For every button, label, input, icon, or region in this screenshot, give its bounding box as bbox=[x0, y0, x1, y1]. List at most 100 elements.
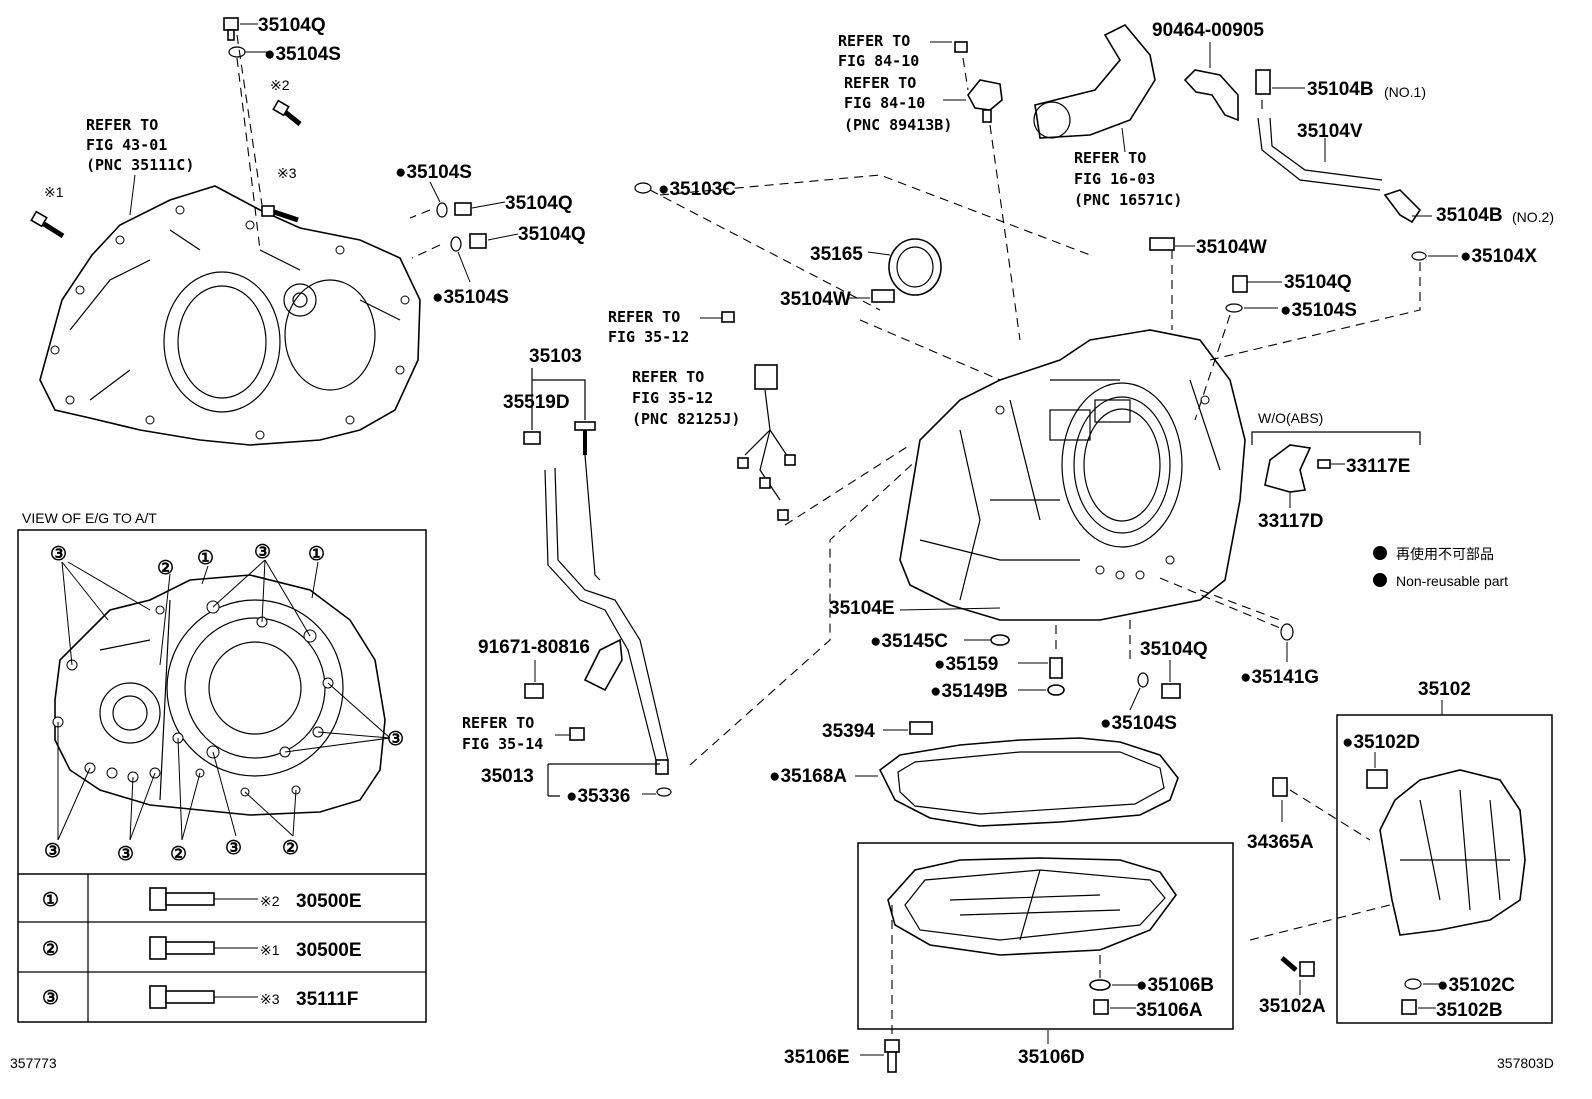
svg-text:(PNC 35111C): (PNC 35111C) bbox=[86, 156, 194, 174]
svg-text:REFER TO: REFER TO bbox=[632, 368, 704, 386]
legend: 再使用不可部品 Non-reusable part bbox=[1373, 546, 1508, 589]
refer-note-fig35-12b: REFER TO FIG 35-12 (PNC 82125J) bbox=[632, 368, 740, 428]
o-ring-icon bbox=[1225, 303, 1243, 313]
callout-34365A: 34365A bbox=[1247, 832, 1314, 853]
inset-title: VIEW OF E/G TO A/T bbox=[22, 510, 157, 526]
callout-35336: ●35336 bbox=[566, 786, 630, 807]
pin-icon bbox=[1149, 237, 1175, 251]
plug-icon bbox=[1401, 999, 1417, 1015]
dipstick-tube-icon bbox=[524, 467, 672, 797]
callout-35104Q-e: 35104Q bbox=[1140, 639, 1208, 660]
svg-text:REFER TO: REFER TO bbox=[462, 714, 534, 732]
callout-35394: 35394 bbox=[822, 721, 875, 742]
refer-note-fig84a: REFER TO FIG 84-10 bbox=[838, 32, 952, 70]
svg-text:FIG 84-10: FIG 84-10 bbox=[838, 52, 919, 70]
callout-91671: 91671-80816 bbox=[478, 637, 590, 682]
svg-text:③: ③ bbox=[44, 841, 61, 862]
svg-text:①: ① bbox=[197, 548, 214, 569]
inset-view-box bbox=[17, 529, 427, 1023]
callout-35103: 35103 bbox=[529, 346, 586, 430]
svg-text:③: ③ bbox=[225, 838, 242, 859]
clip-icon bbox=[1272, 777, 1288, 797]
sensor-cover-icon bbox=[1264, 444, 1331, 493]
plug-icon bbox=[1049, 657, 1063, 679]
svg-text:35104B: 35104B bbox=[1436, 205, 1503, 226]
svg-text:REFER TO: REFER TO bbox=[1074, 149, 1146, 167]
wo-abs-bracket: W/O(ABS) bbox=[1251, 410, 1421, 445]
svg-text:FIG 43-01: FIG 43-01 bbox=[86, 136, 167, 154]
figure-id-right: 357803D bbox=[1497, 1055, 1554, 1071]
plug-icon bbox=[1232, 275, 1248, 293]
cover-box bbox=[1336, 714, 1553, 1024]
svg-text:②: ② bbox=[170, 844, 187, 865]
svg-text:(PNC 89413B): (PNC 89413B) bbox=[844, 116, 952, 134]
converter-housing bbox=[39, 185, 421, 446]
svg-text:(NO.1): (NO.1) bbox=[1384, 84, 1426, 100]
gasket-icon bbox=[1089, 979, 1111, 991]
callout-90464: 90464-00905 bbox=[1152, 20, 1264, 41]
transaxle-case bbox=[899, 329, 1246, 621]
callout-35104W-b: 35104W bbox=[1196, 237, 1267, 258]
svg-text:30500E: 30500E bbox=[296, 891, 362, 912]
svg-text:③: ③ bbox=[254, 542, 271, 563]
refer-note-fig43: REFER TO FIG 43-01 (PNC 35111C) bbox=[86, 116, 194, 216]
svg-text:(NO.2): (NO.2) bbox=[1512, 209, 1554, 225]
svg-text:REFER TO: REFER TO bbox=[838, 32, 910, 50]
svg-text:35103: 35103 bbox=[529, 346, 582, 367]
drain-plug-icon bbox=[1137, 672, 1181, 699]
svg-text:35104B: 35104B bbox=[1307, 79, 1374, 100]
o-ring-icon bbox=[1280, 623, 1294, 641]
callout-35102A: 35102A bbox=[1259, 996, 1326, 1017]
svg-text:35013: 35013 bbox=[481, 766, 534, 787]
svg-text:35111F: 35111F bbox=[296, 989, 358, 1010]
svg-text:再使用不可部品: 再使用不可部品 bbox=[1396, 546, 1494, 562]
callout-35104Q-c: 35104Q bbox=[487, 224, 586, 245]
refer-note-fig16: REFER TO FIG 16-03 (PNC 16571C) bbox=[1074, 149, 1182, 209]
callout-33117D: 33117D bbox=[1258, 511, 1324, 532]
svg-text:FIG 84-10: FIG 84-10 bbox=[844, 94, 925, 112]
inset-table: ① ※2 30500E ② ※1 30500E ③ ※3 35111F bbox=[42, 887, 362, 1010]
speed-sensor-icon bbox=[954, 41, 1003, 123]
svg-text:※2: ※2 bbox=[260, 893, 280, 909]
bolt-row-3: ③ ※3 35111F bbox=[42, 985, 358, 1010]
pan-bolt-icon bbox=[884, 1039, 900, 1073]
svg-text:FIG 35-14: FIG 35-14 bbox=[462, 735, 543, 753]
svg-text:35104Q: 35104Q bbox=[505, 193, 573, 214]
gasket-icon bbox=[1047, 684, 1065, 696]
pin-icon bbox=[871, 289, 895, 303]
mark-1: ※1 bbox=[44, 184, 64, 200]
oil-pan-box bbox=[857, 842, 1234, 1030]
svg-text:W/O(ABS): W/O(ABS) bbox=[1258, 410, 1323, 426]
svg-text:③: ③ bbox=[387, 729, 404, 750]
svg-text:※3: ※3 bbox=[260, 991, 280, 1007]
svg-text:●35104S: ●35104S bbox=[264, 44, 341, 65]
wire-harness-icon bbox=[721, 311, 796, 521]
oil-seal-icon bbox=[888, 238, 942, 296]
callout-35104S-a: ●35104S bbox=[245, 44, 341, 65]
o-ring-icon bbox=[1404, 978, 1422, 990]
callout-35104V: 35104V bbox=[1297, 121, 1363, 142]
figure-id-left: 357773 bbox=[10, 1055, 57, 1071]
refer-note-fig35-14: REFER TO FIG 35-14 bbox=[462, 714, 570, 753]
svg-text:※1: ※1 bbox=[260, 942, 280, 958]
callout-35104Q-a: 35104Q bbox=[240, 15, 326, 36]
callout-35159: ●35159 bbox=[934, 654, 998, 675]
refer-note-fig35-12a: REFER TO FIG 35-12 bbox=[608, 308, 722, 346]
callout-35102D: ●35102D bbox=[1342, 732, 1420, 753]
callout-35519D: 35519D bbox=[503, 392, 570, 413]
refer-note-fig84b: REFER TO FIG 84-10 (PNC 89413B) bbox=[844, 74, 966, 134]
callout-35106D: 35106D bbox=[1018, 1047, 1085, 1068]
magnet-icon bbox=[909, 721, 933, 735]
inset-housing bbox=[52, 574, 386, 816]
bolt-icon bbox=[30, 17, 487, 252]
inset-circled-labels: ③ ③ ① ① ② ③ ③ ③ ② ③ ② bbox=[44, 542, 404, 865]
callout-35104X: ●35104X bbox=[1460, 246, 1537, 267]
callout-35104S-d: ●35104S bbox=[1280, 300, 1357, 321]
svg-text:●35103C: ●35103C bbox=[658, 179, 736, 200]
svg-text:Non-reusable part: Non-reusable part bbox=[1396, 573, 1508, 589]
clamp-icon bbox=[1183, 42, 1239, 122]
mark-2: ※2 bbox=[270, 77, 290, 93]
callout-35102B: 35102B bbox=[1436, 1000, 1503, 1021]
callout-35106A: 35106A bbox=[1136, 1000, 1203, 1021]
